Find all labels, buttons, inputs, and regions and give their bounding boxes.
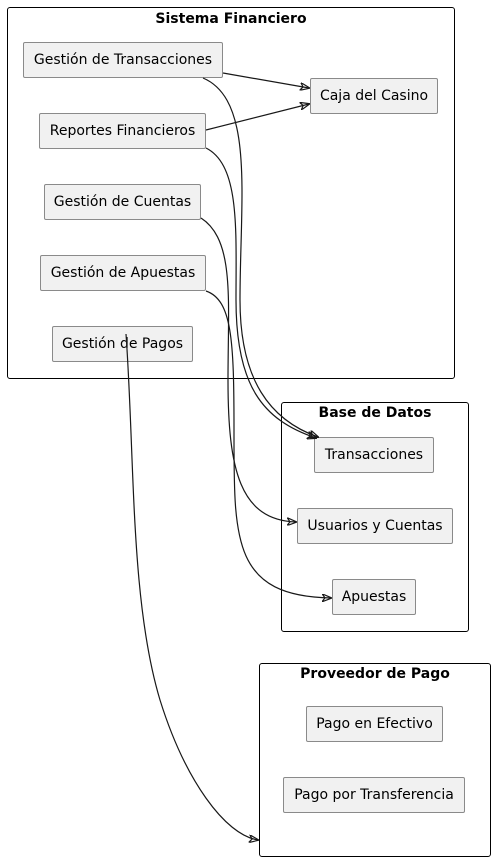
node-gestion-cuentas[interactable]: Gestión de Cuentas [44,184,201,220]
node-pago-efectivo[interactable]: Pago en Efectivo [306,706,443,742]
package-title: Proveedor de Pago [300,666,450,682]
package-title: Sistema Financiero [155,11,307,27]
node-pago-transferencia[interactable]: Pago por Transferencia [283,777,465,813]
package-title: Base de Datos [318,405,432,421]
node-reportes-financieros[interactable]: Reportes Financieros [39,113,206,149]
node-caja-casino[interactable]: Caja del Casino [310,78,438,114]
node-usuarios-cuentas[interactable]: Usuarios y Cuentas [297,508,453,544]
node-transacciones[interactable]: Transacciones [314,437,434,473]
node-gestion-apuestas[interactable]: Gestión de Apuestas [40,255,206,291]
link-pagos-proveedor [125,333,258,840]
package-proveedor-de-pago: Proveedor de Pago [259,663,491,857]
node-gestion-pagos[interactable]: Gestión de Pagos [52,326,193,362]
node-gestion-transacciones[interactable]: Gestión de Transacciones [23,42,223,78]
node-apuestas[interactable]: Apuestas [332,579,416,615]
